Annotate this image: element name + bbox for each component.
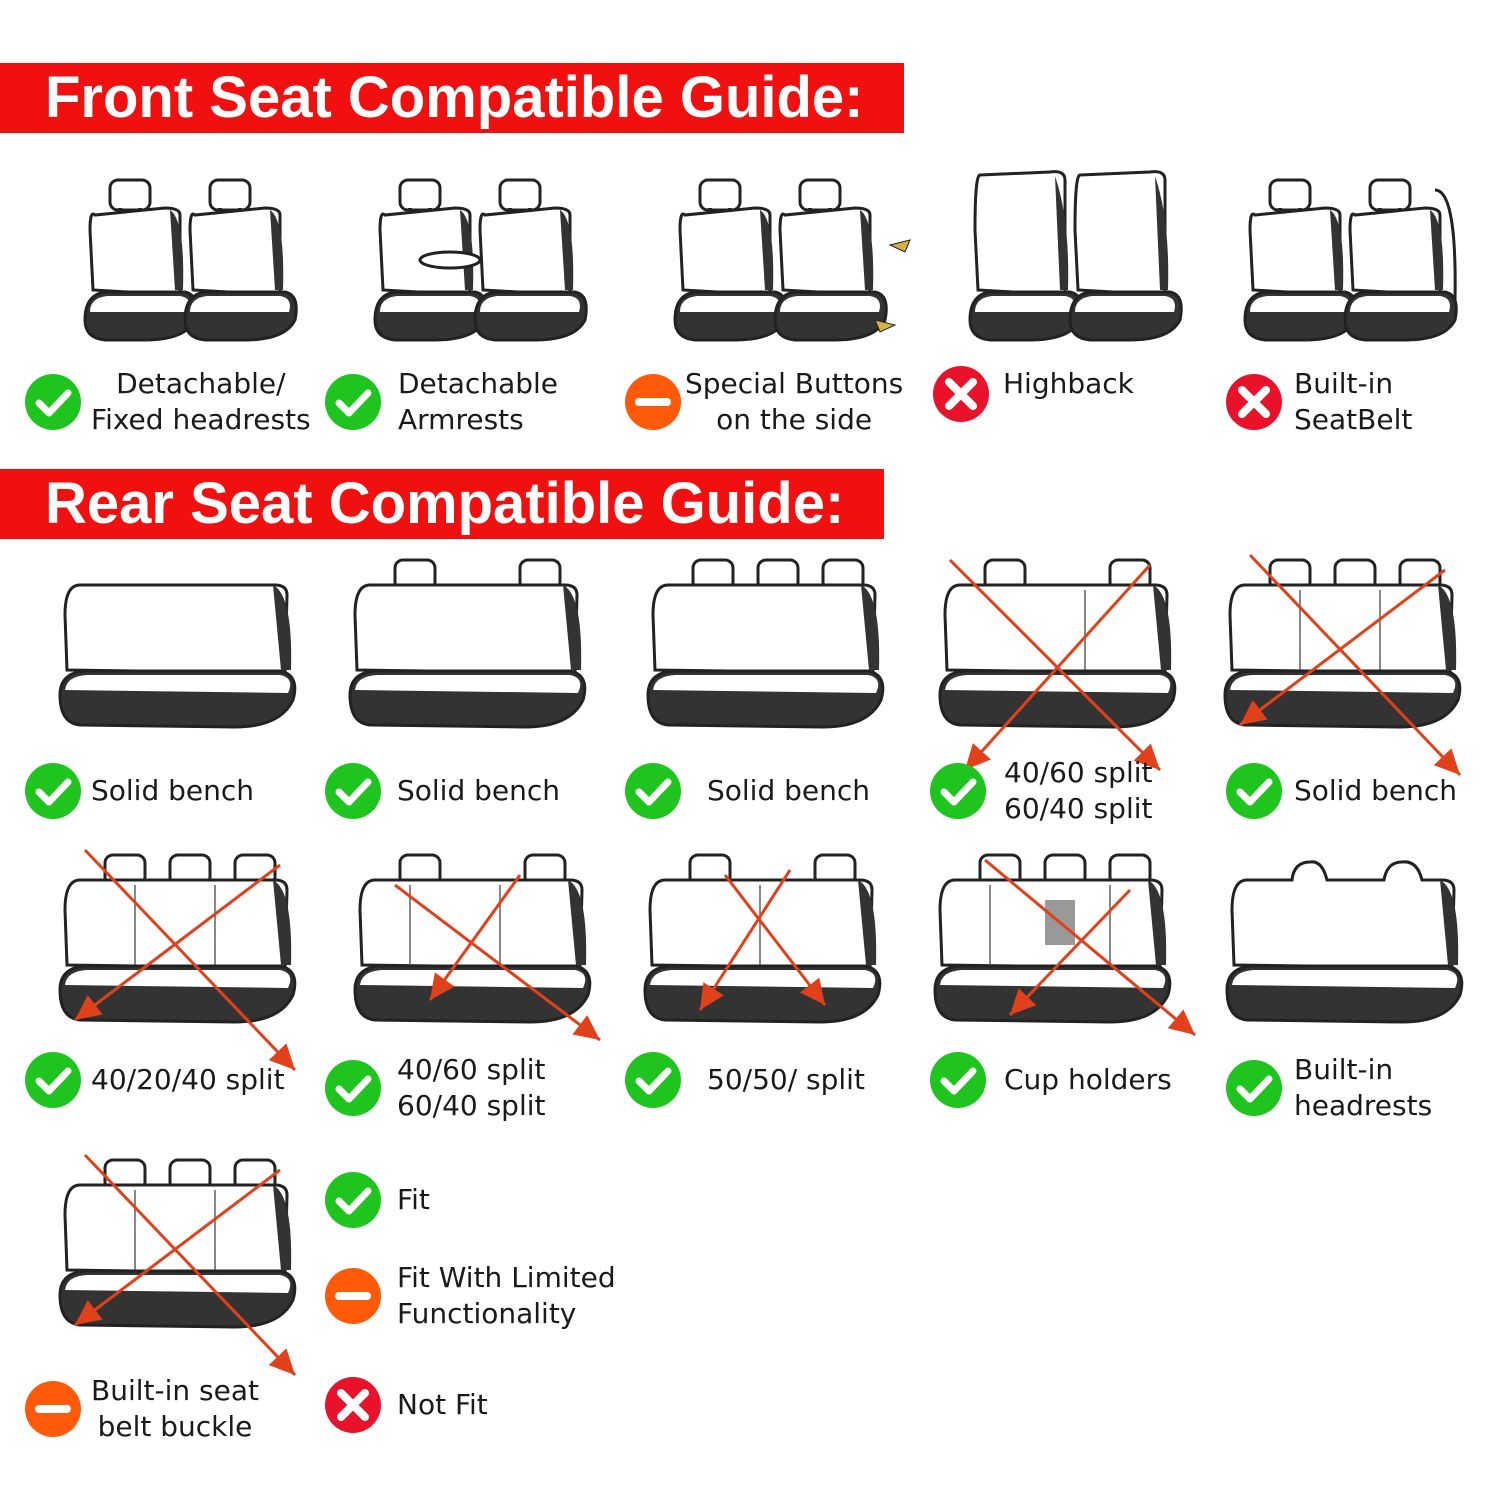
seat-drawing xyxy=(353,853,601,1042)
front-seat-highback-image xyxy=(960,170,1210,350)
rear-4060-split-b-image xyxy=(350,850,601,1042)
check-icon xyxy=(1226,763,1282,819)
item-label: Solid bench xyxy=(707,774,871,807)
legend-fit: Fit xyxy=(325,1172,430,1228)
item-label: 40/20/40 split xyxy=(91,1063,285,1096)
item-label: Special Buttons on the side xyxy=(685,367,904,436)
check-icon xyxy=(325,374,381,430)
check-icon xyxy=(930,763,986,819)
rear-item-solid-bench-4: Solid bench xyxy=(1226,763,1457,819)
rear-item-4060-split: 40/60 split 60/40 split xyxy=(930,755,1153,827)
cross-mark xyxy=(948,558,1162,772)
item-label: Solid bench xyxy=(1294,774,1458,807)
seat-drawing xyxy=(58,1153,297,1377)
check-icon xyxy=(1226,1060,1282,1116)
front-seat-detachable-headrests-image xyxy=(75,170,325,350)
rear-item-4060-split-b: 40/60 split 60/40 split xyxy=(325,1052,546,1124)
rear-item-builtin-belt-buckle: Built-in seat belt buckle xyxy=(25,1373,259,1445)
seat-drawing xyxy=(1243,178,1458,342)
rear-seat-guide-banner: Rear Seat Compatible Guide: xyxy=(0,469,885,539)
check-icon xyxy=(325,1060,381,1116)
item-label: Detachable Armrests xyxy=(398,367,559,436)
x-icon xyxy=(325,1377,381,1433)
rear-5050-split-image xyxy=(640,850,890,1030)
rear-item-solid-bench-1: Solid bench xyxy=(25,763,254,819)
rear-cup-holders-image xyxy=(930,850,1196,1037)
cross-mark xyxy=(394,874,601,1042)
check-icon xyxy=(625,1052,681,1108)
seat-drawing xyxy=(83,178,298,342)
cross-mark xyxy=(984,858,1196,1037)
item-label: Solid bench xyxy=(397,774,561,807)
rear-builtin-belt-buckle-image xyxy=(55,1153,305,1377)
item-label: 40/60 split 60/40 split xyxy=(1004,756,1153,825)
check-icon xyxy=(25,763,81,819)
seat-drawing xyxy=(938,558,1177,772)
legend-not-fit: Not Fit xyxy=(325,1377,488,1433)
minus-icon xyxy=(25,1381,81,1437)
minus-icon xyxy=(625,374,681,430)
rear-solid-bench-2-headrests-image xyxy=(345,555,595,735)
legend-label: Fit xyxy=(397,1183,430,1216)
front-seat-side-buttons-image xyxy=(665,170,915,350)
rear-solid-bench-3-headrests-image xyxy=(643,555,893,735)
seat-drawing xyxy=(643,853,882,1024)
front-item-headrests: Detachable/ Fixed headrests xyxy=(25,366,311,438)
front-seat-guide-banner: Front Seat Compatible Guide: xyxy=(0,63,904,133)
check-icon xyxy=(325,1172,381,1228)
x-icon xyxy=(933,366,989,422)
rear-item-5050-split: 50/50/ split xyxy=(625,1052,865,1108)
seat-drawing xyxy=(933,853,1196,1037)
front-seat-builtin-belt-image xyxy=(1235,170,1485,350)
cross-mark xyxy=(74,848,297,1072)
cross-mark xyxy=(698,869,827,1011)
check-icon xyxy=(625,763,681,819)
rear-solid-bench-image xyxy=(55,555,305,735)
rear-item-solid-bench-2: Solid bench xyxy=(325,763,560,819)
front-seat-armrests-image xyxy=(365,170,615,350)
front-item-highback: Highback xyxy=(933,366,1134,422)
item-label: Cup holders xyxy=(1004,1063,1172,1096)
front-item-armrests: Detachable Armrests xyxy=(325,366,558,438)
rear-item-402040-split: 40/20/40 split xyxy=(25,1052,285,1108)
seat-drawing xyxy=(673,178,911,342)
rear-402040-split-image xyxy=(55,848,305,1072)
check-icon xyxy=(25,1052,81,1108)
seat-drawing xyxy=(373,178,588,342)
rear-item-builtin-headrests: Built-in headrests xyxy=(1226,1052,1432,1124)
seat-drawing xyxy=(968,170,1183,342)
item-label: 40/60 split 60/40 split xyxy=(397,1053,546,1122)
item-label: Built-in SeatBelt xyxy=(1294,367,1413,436)
rear-item-solid-bench-3: Solid bench xyxy=(625,763,870,819)
front-item-builtin-seatbelt: Built-in SeatBelt xyxy=(1226,366,1412,438)
cross-mark xyxy=(74,1153,297,1377)
check-icon xyxy=(25,374,81,430)
legend-label: Fit With Limited Functionality xyxy=(397,1261,616,1330)
rear-4060-split-image xyxy=(935,555,1185,772)
minus-icon xyxy=(325,1268,381,1324)
rear-solid-bench-split-image xyxy=(1220,553,1470,777)
seat-drawing xyxy=(348,558,587,729)
seat-drawing xyxy=(646,558,885,729)
rear-item-cup-holders: Cup holders xyxy=(930,1052,1172,1108)
item-label: Built-in headrests xyxy=(1294,1053,1433,1122)
item-label: 50/50/ split xyxy=(707,1063,865,1096)
cross-mark xyxy=(1239,553,1462,777)
rear-builtin-headrests-image xyxy=(1222,850,1472,1030)
item-label: Highback xyxy=(1003,367,1134,400)
seat-drawing xyxy=(58,583,297,729)
check-icon xyxy=(325,763,381,819)
x-icon xyxy=(1226,374,1282,430)
legend-label: Not Fit xyxy=(397,1388,488,1421)
item-label: Detachable/ Fixed headrests xyxy=(91,367,311,436)
front-item-side-buttons: Special Buttons on the side xyxy=(625,366,903,438)
seat-drawing xyxy=(58,848,297,1072)
seat-drawing xyxy=(1225,860,1464,1024)
item-label: Solid bench xyxy=(91,774,255,807)
item-label: Built-in seat belt buckle xyxy=(91,1374,259,1443)
seat-drawing xyxy=(1223,553,1462,777)
legend-limited: Fit With Limited Functionality xyxy=(325,1260,616,1332)
check-icon xyxy=(930,1052,986,1108)
